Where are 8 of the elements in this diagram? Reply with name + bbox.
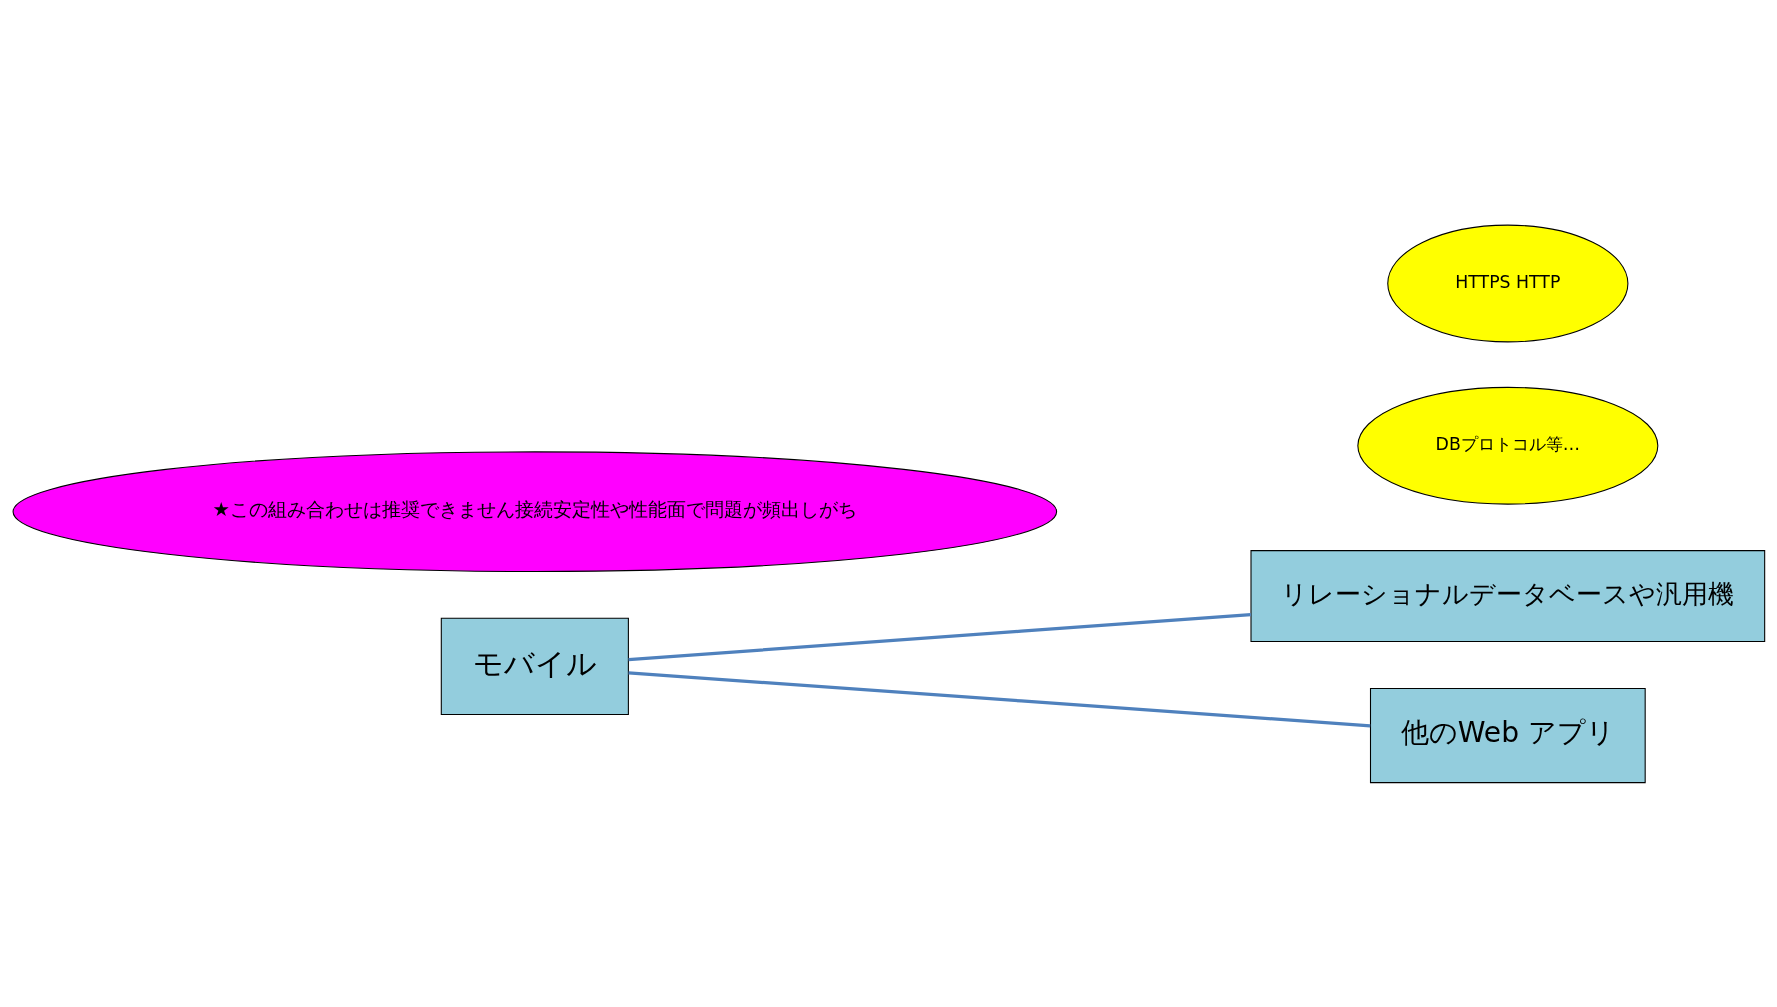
node-box: 他のWeb アプリ <box>1369 687 1646 783</box>
node-box: リレーショナルデータベースや汎用機 <box>1249 549 1765 642</box>
node-box: モバイル <box>440 617 629 715</box>
node-ellipse: HTTPS HTTP <box>1386 224 1628 342</box>
node-ellipse: ★この組み合わせは推奨できません接続安定性や性能面で問題が頻出しがち <box>12 450 1057 572</box>
node-ellipse: DBプロトコル等… <box>1356 386 1658 505</box>
connector <box>627 670 1370 727</box>
connector <box>627 612 1251 661</box>
